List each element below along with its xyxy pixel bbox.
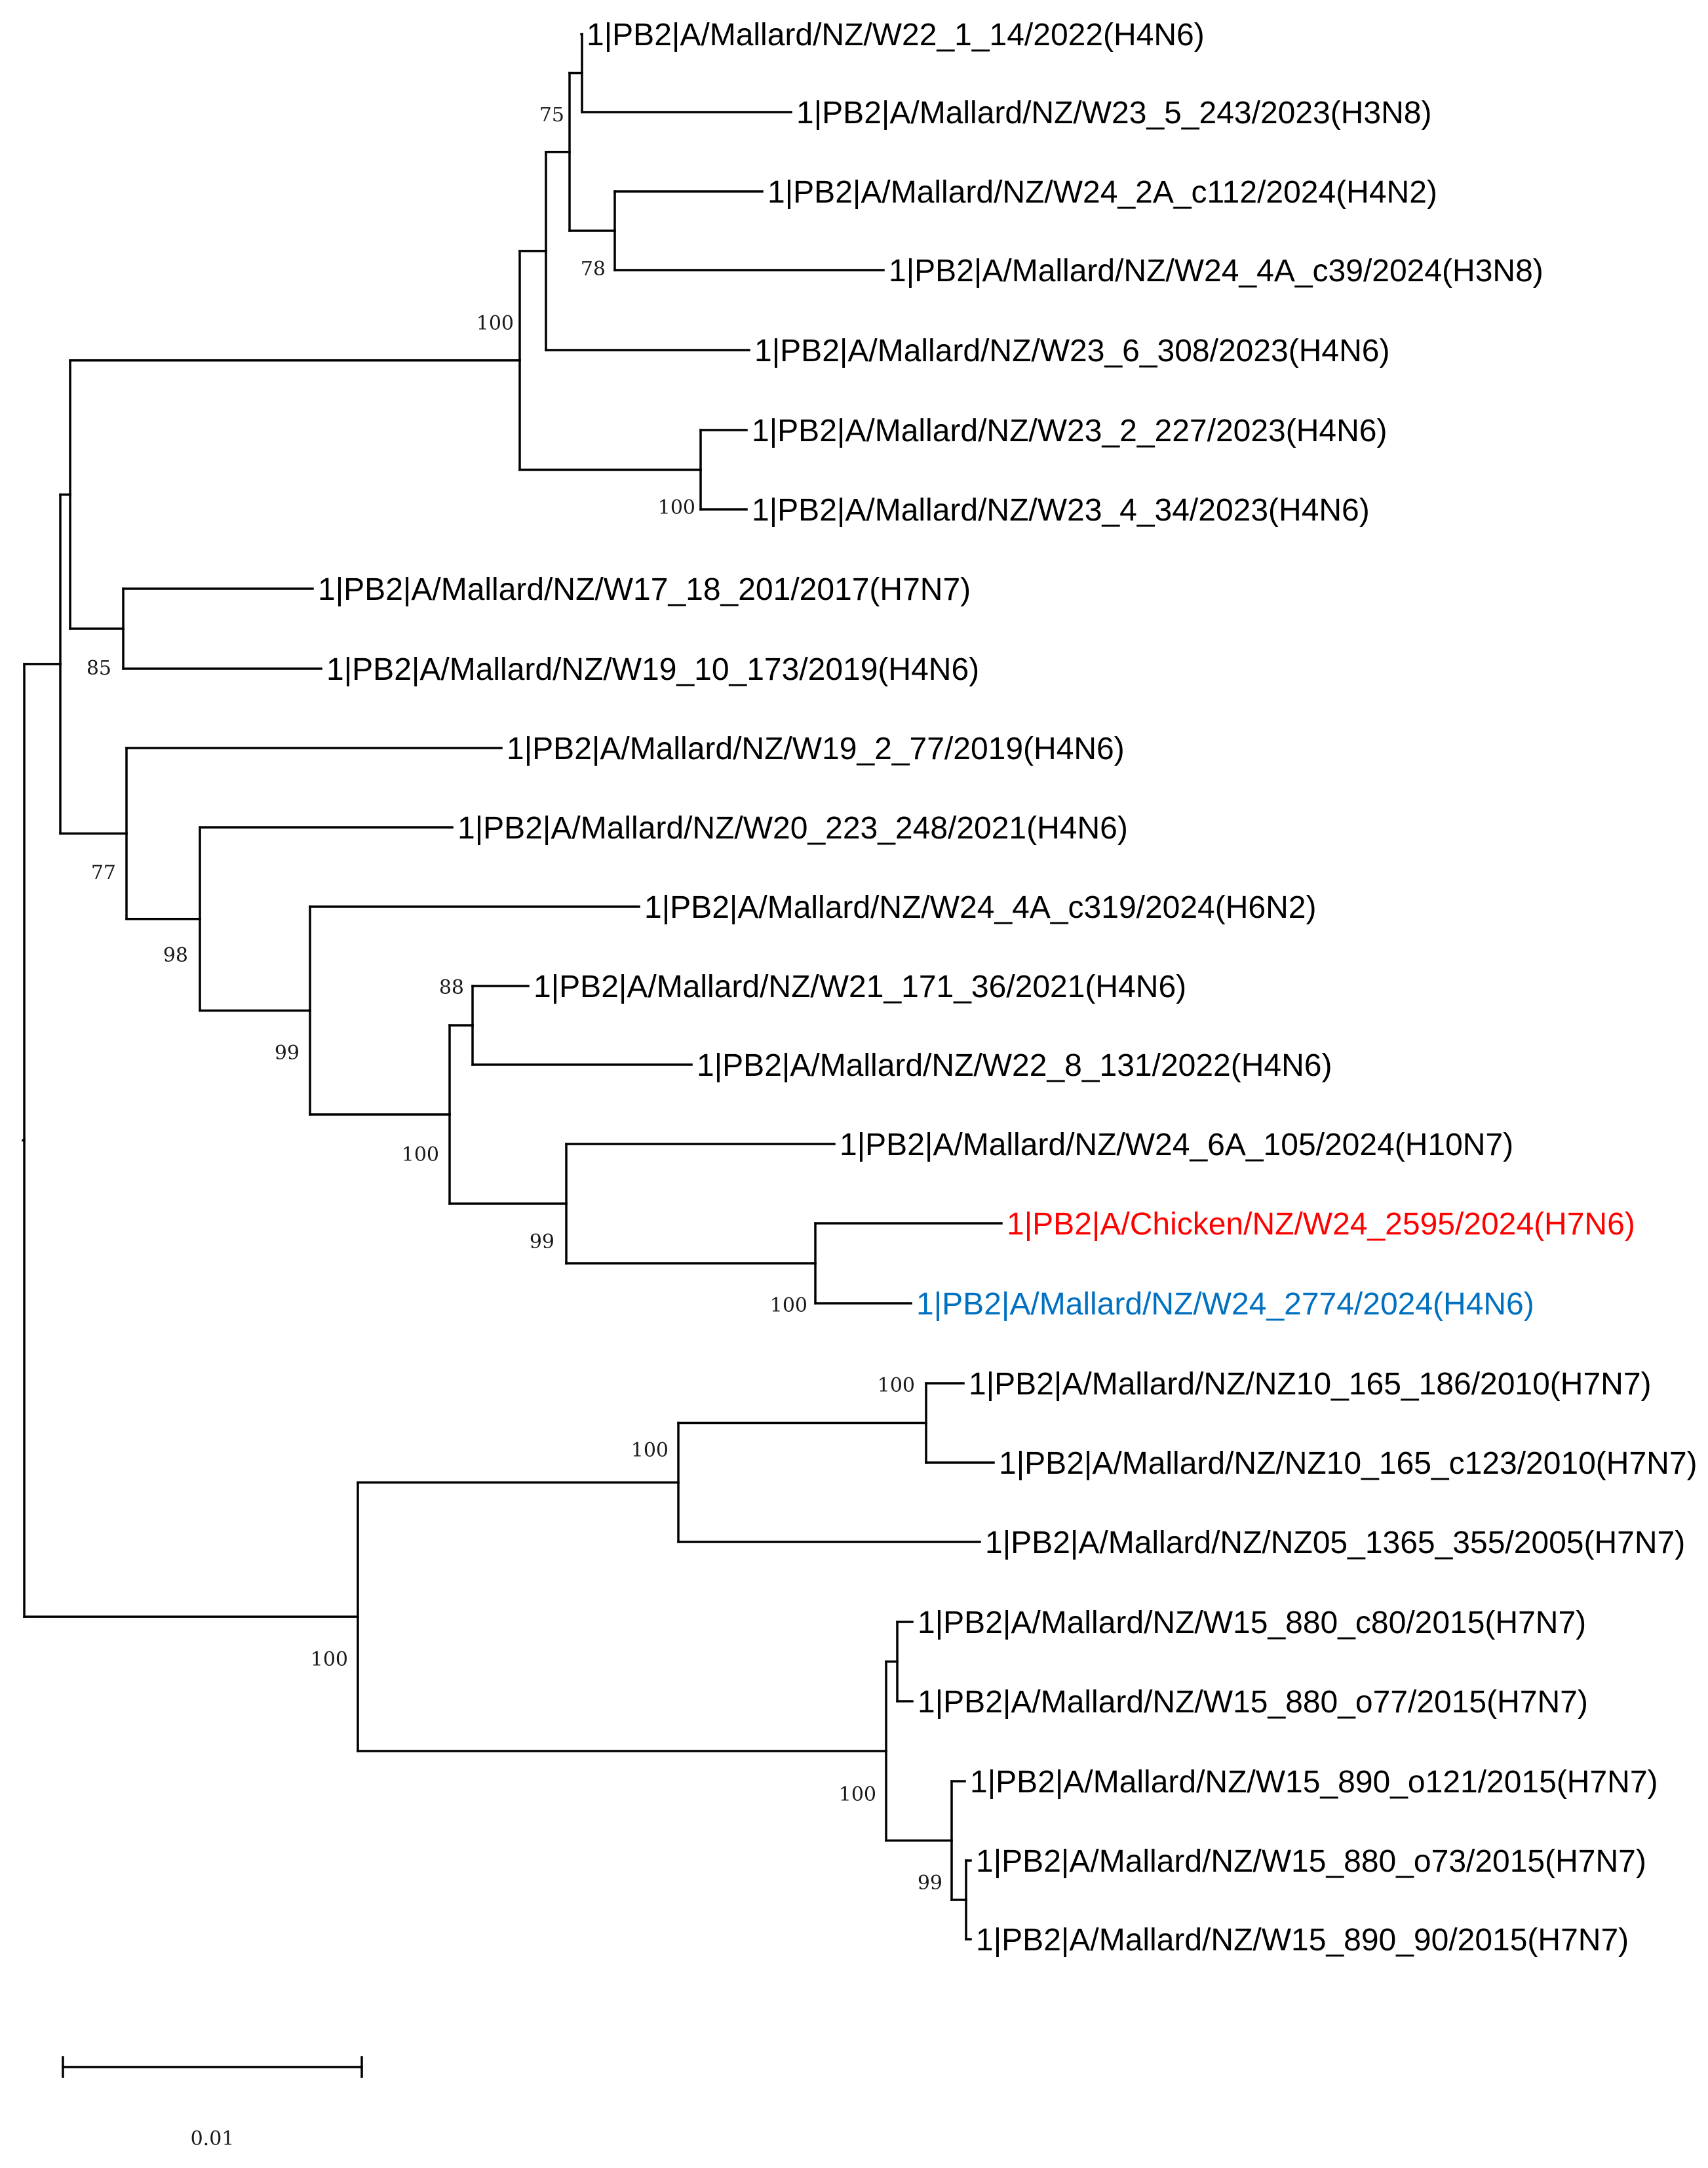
bootstrap-values: 75 78 100 100 85 77 98 99 88 100 99 100 100 100 100 100… bbox=[87, 104, 942, 1895]
bootstrap-value: 85 bbox=[87, 657, 111, 680]
bootstrap-value: 99 bbox=[918, 1872, 942, 1895]
tip-label: 1|PB2|A/Mallard/NZ/W24_4A_c319/2024(H6N2… bbox=[644, 890, 1316, 925]
tip-label: 1|PB2|A/Mallard/NZ/W23_6_308/2023(H4N6) bbox=[754, 334, 1389, 368]
tip-labels: 1|PB2|A/Mallard/NZ/W22_1_14/2022(H4N6) 1|… bbox=[318, 18, 1698, 1958]
tip-label: 1|PB2|A/Mallard/NZ/W15_880_c80/2015(H7N7… bbox=[918, 1606, 1586, 1640]
tip-label: 1|PB2|A/Mallard/NZ/W24_6A_105/2024(H10N7… bbox=[840, 1128, 1513, 1162]
bootstrap-value: 75 bbox=[539, 104, 564, 127]
bootstrap-value: 99 bbox=[275, 1042, 300, 1065]
tip-label: 1|PB2|A/Mallard/NZ/W19_10_173/2019(H4N6) bbox=[326, 652, 979, 687]
tip-label: 1|PB2|A/Mallard/NZ/W21_171_36/2021(H4N6) bbox=[534, 970, 1186, 1004]
bootstrap-value: 100 bbox=[658, 496, 695, 519]
tip-label: 1|PB2|A/Mallard/NZ/W20_223_248/2021(H4N6… bbox=[457, 811, 1128, 846]
tip-label: 1|PB2|A/Mallard/NZ/W15_890_o121/2015(H7N… bbox=[970, 1765, 1658, 1800]
tree-branches bbox=[22, 33, 1003, 1941]
bootstrap-value: 100 bbox=[402, 1143, 439, 1166]
bootstrap-value: 100 bbox=[476, 312, 514, 335]
tip-label: 1|PB2|A/Mallard/NZ/W23_4_34/2023(H4N6) bbox=[752, 493, 1370, 528]
bootstrap-value: 99 bbox=[530, 1231, 554, 1253]
tip-label: 1|PB2|A/Mallard/NZ/W23_5_243/2023(H3N8) bbox=[796, 96, 1431, 130]
tip-label: 1|PB2|A/Mallard/NZ/W22_8_131/2022(H4N6) bbox=[697, 1048, 1332, 1083]
bootstrap-value: 100 bbox=[878, 1374, 915, 1397]
tip-label: 1|PB2|A/Mallard/NZ/W15_880_o77/2015(H7N7… bbox=[918, 1685, 1588, 1720]
tip-label: 1|PB2|A/Mallard/NZ/NZ10_165_c123/2010(H7… bbox=[999, 1446, 1698, 1481]
bootstrap-value: 100 bbox=[631, 1439, 669, 1462]
scale-bar-label: 0.01 bbox=[191, 2127, 235, 2150]
tip-label: 1|PB2|A/Mallard/NZ/W17_18_201/2017(H7N7) bbox=[318, 572, 971, 607]
bootstrap-value: 98 bbox=[163, 944, 188, 967]
bootstrap-value: 77 bbox=[91, 861, 116, 884]
tip-label: 1|PB2|A/Mallard/NZ/NZ05_1365_355/2005(H7… bbox=[985, 1526, 1685, 1560]
tip-label: 1|PB2|A/Mallard/NZ/W15_890_90/2015(H7N7) bbox=[976, 1923, 1629, 1958]
tip-label: 1|PB2|A/Chicken/NZ/W24_2595/2024(H7N6) bbox=[1007, 1207, 1635, 1242]
tip-label: 1|PB2|A/Mallard/NZ/W23_2_227/2023(H4N6) bbox=[752, 414, 1387, 448]
bootstrap-value: 100 bbox=[770, 1294, 807, 1317]
tip-label: 1|PB2|A/Mallard/NZ/W15_880_o73/2015(H7N7… bbox=[976, 1844, 1646, 1879]
tip-label: 1|PB2|A/Mallard/NZ/W24_2A_c112/2024(H4N2… bbox=[767, 175, 1437, 210]
bootstrap-value: 78 bbox=[581, 258, 606, 281]
bootstrap-value: 100 bbox=[311, 1648, 348, 1671]
tip-label: 1|PB2|A/Mallard/NZ/W24_4A_c39/2024(H3N8) bbox=[889, 254, 1543, 288]
bootstrap-value: 88 bbox=[439, 976, 464, 999]
tip-label: 1|PB2|A/Mallard/NZ/W22_1_14/2022(H4N6) bbox=[587, 18, 1205, 52]
tip-label: 1|PB2|A/Mallard/NZ/W24_2774/2024(H4N6) bbox=[916, 1287, 1534, 1322]
tip-label: 1|PB2|A/Mallard/NZ/W19_2_77/2019(H4N6) bbox=[507, 732, 1125, 766]
bootstrap-value: 100 bbox=[839, 1783, 876, 1806]
tip-label: 1|PB2|A/Mallard/NZ/NZ10_165_186/2010(H7N… bbox=[969, 1367, 1652, 1402]
scale-bar: 0.01 bbox=[62, 2056, 363, 2150]
